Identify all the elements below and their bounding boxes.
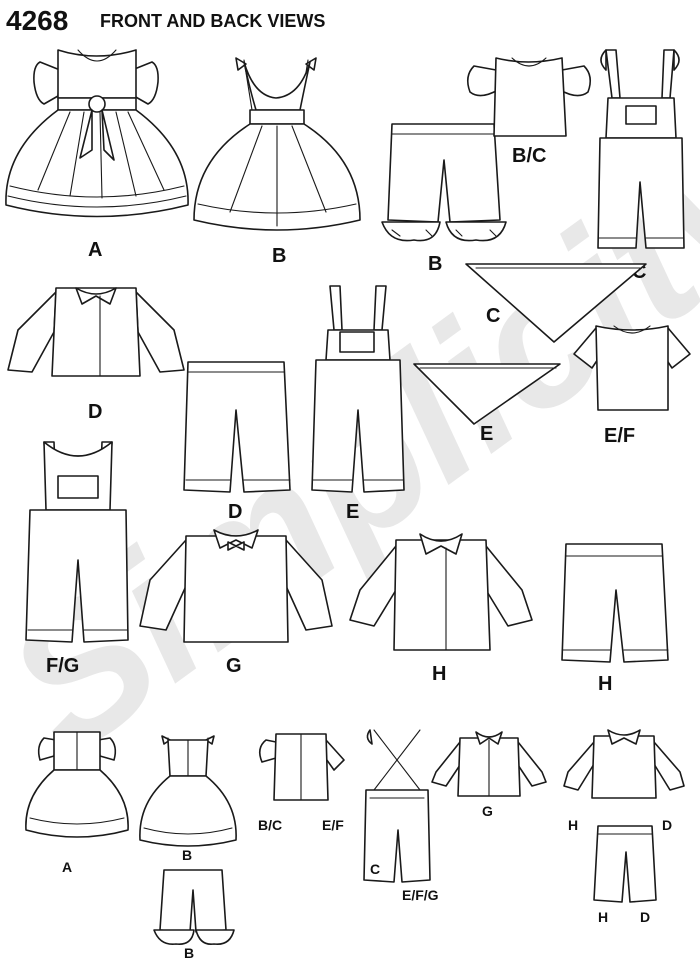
view-g-shirt (139, 529, 333, 643)
label-back-d: D (662, 817, 672, 833)
label-view-bc: B/C (512, 145, 546, 167)
view-b-pantaloons (381, 123, 507, 242)
label-back-b-pants: B (184, 945, 194, 961)
view-h-jacket (349, 533, 533, 651)
label-view-d-pants: D (228, 501, 242, 523)
label-view-e-overalls: E (346, 501, 359, 523)
back-view-hd-pants (593, 825, 657, 903)
view-c-overalls (597, 49, 685, 249)
label-view-h-jacket: H (432, 663, 446, 685)
label-view-fg: F/G (46, 655, 79, 677)
view-e-bandana (413, 363, 561, 425)
label-back-h: H (568, 817, 578, 833)
view-d-pants (183, 361, 291, 493)
back-view-g-shirt (431, 731, 547, 797)
label-view-h-pants: H (598, 673, 612, 695)
view-b-dress (193, 57, 361, 231)
label-view-b-dress: B (272, 245, 286, 267)
label-view-a: A (88, 239, 102, 261)
label-back-b-dress: B (182, 847, 192, 863)
label-view-d-jacket: D (88, 401, 102, 423)
label-back-h-pants: H (598, 909, 608, 925)
view-fg-overalls (25, 441, 129, 643)
label-back-g: G (482, 803, 493, 819)
view-ef-tee (573, 325, 691, 411)
label-view-e-bandana: E (480, 423, 493, 445)
back-view-b-pants (153, 869, 235, 946)
back-view-overalls (363, 729, 431, 883)
label-view-g: G (226, 655, 242, 677)
view-bc-top (466, 57, 592, 137)
view-c-bandana (465, 263, 647, 343)
back-view-bc-ef-top (258, 733, 345, 801)
back-view-hd-jacket (563, 729, 685, 799)
back-view-a (25, 731, 129, 838)
view-a-dress (5, 49, 189, 218)
label-view-ef: E/F (604, 425, 635, 447)
label-back-a: A (62, 859, 72, 875)
view-d-jacket (7, 287, 185, 377)
label-back-ef: E/F (322, 817, 344, 833)
view-h-pants (561, 543, 669, 663)
label-back-c: C (370, 861, 380, 877)
back-view-b-dress (139, 735, 237, 847)
label-back-bc: B/C (258, 817, 282, 833)
view-e-overalls (311, 285, 405, 493)
pattern-number: 4268 (6, 5, 68, 36)
label-view-b-pants: B (428, 253, 442, 275)
label-back-d-pants: D (640, 909, 650, 925)
header-title: FRONT AND BACK VIEWS (100, 11, 325, 31)
label-view-c-bandana: C (486, 305, 500, 327)
label-back-efg: E/F/G (402, 887, 439, 903)
